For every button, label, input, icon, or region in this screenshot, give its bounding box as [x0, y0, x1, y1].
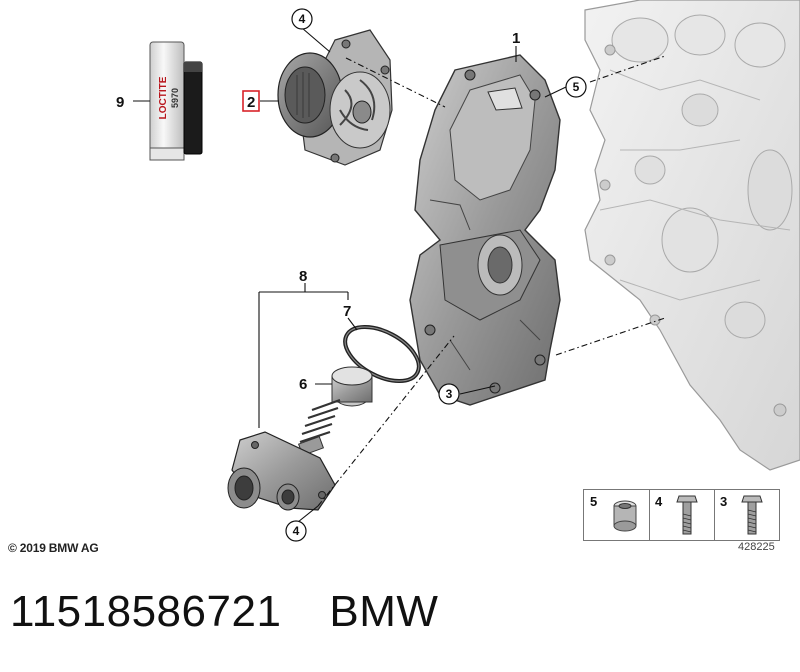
water-pump-part-2	[277, 29, 393, 166]
callout-4-bottom: 4	[293, 524, 300, 538]
callout-2-highlight	[242, 90, 260, 112]
callout-8: 8	[299, 268, 307, 285]
thermostat-part-6	[297, 366, 373, 457]
fastener-legend: 5 4 3	[583, 489, 780, 541]
legend-cell-bolt-4: 4	[649, 490, 715, 540]
callout-5: 5	[573, 80, 580, 94]
sleeve-icon	[613, 500, 637, 532]
legend-num: 4	[655, 494, 663, 509]
callout-4-top-circle	[291, 8, 313, 30]
callouts: 1 2 6 7 8 9 4 5 3 4	[116, 8, 587, 542]
legend-cell-sleeve: 5	[584, 490, 650, 540]
parts-diagram: LOCTITE 5970	[116, 0, 800, 542]
callout-3-circle	[438, 383, 460, 405]
part-number: 11518586721	[10, 587, 282, 636]
callout-4-bottom-circle	[285, 520, 307, 542]
leader-lines	[133, 27, 666, 523]
copyright-notice: © 2019 BMW AG	[8, 541, 99, 555]
callout-2: 2	[247, 94, 255, 111]
sealant-tube-part-9: LOCTITE 5970	[149, 41, 203, 161]
callout-5-circle	[565, 76, 587, 98]
part-number-line: 11518586721 BMW	[10, 587, 438, 637]
housing-part-1	[409, 54, 561, 406]
thermostat-cover	[227, 431, 336, 511]
engine-block	[584, 0, 800, 471]
brand-name: BMW	[329, 587, 439, 636]
callout-9: 9	[116, 94, 124, 111]
bolt-icon	[741, 495, 763, 535]
callout-3: 3	[446, 387, 453, 401]
callout-7: 7	[343, 303, 351, 320]
sealant-brand-label: LOCTITE	[158, 76, 169, 119]
legend-num: 5	[590, 494, 598, 509]
sealant-code-label: 5970	[170, 88, 180, 108]
callout-4-top: 4	[299, 12, 306, 26]
diagram-id: 428225	[738, 541, 775, 553]
callout-6: 6	[299, 376, 307, 393]
legend-num: 3	[720, 494, 728, 509]
bolt-icon	[676, 495, 698, 535]
legend-cell-bolt-3: 3	[714, 490, 779, 540]
callout-1: 1	[512, 30, 520, 47]
